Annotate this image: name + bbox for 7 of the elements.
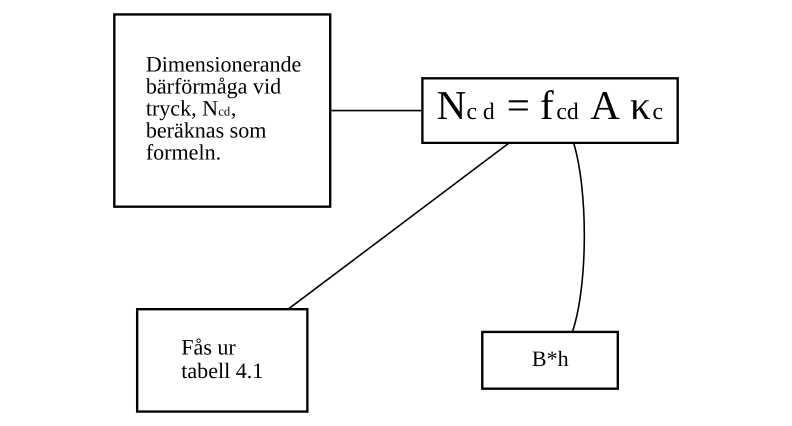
node-box: B*h: [481, 330, 619, 390]
connector: [288, 142, 510, 310]
node-box: Fås ur tabell 4.1: [136, 308, 309, 413]
node-box: Nc d = fcd A κc: [421, 77, 679, 144]
node-box: Dimensionerande bärförmåga vid tryck, Ncd, beräknas som formeln.: [113, 13, 332, 208]
connector: [572, 142, 586, 332]
connector: [330, 110, 422, 112]
